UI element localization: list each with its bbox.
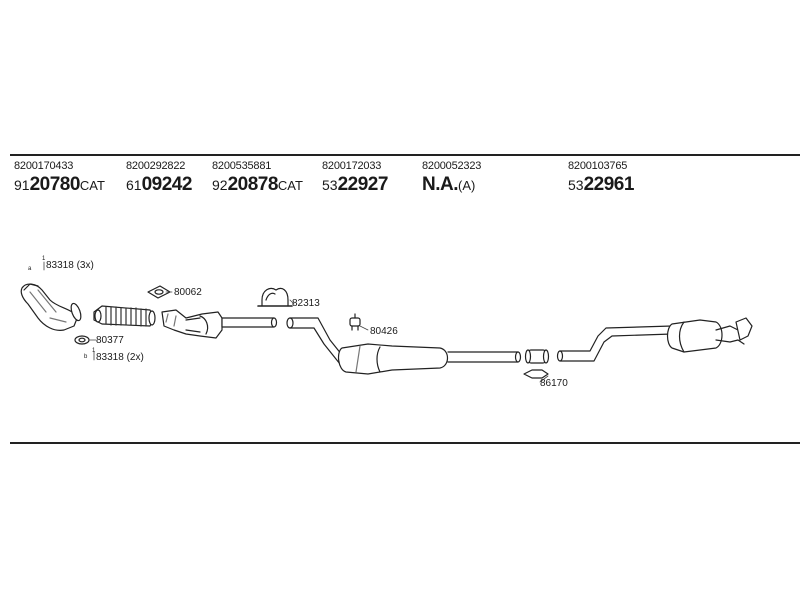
part-reference: 6109242 [126,175,192,196]
oe-number: 8200535881 [212,160,272,172]
index-marker-a: a [28,266,32,272]
ref-main: 20780 [29,174,81,195]
label-83318-3x: 83318 (3x) [46,260,94,271]
label-83318-2x: 83318 (2x) [96,352,144,363]
ref-prefix: 61 [126,177,142,193]
oe-number: 8200292822 [126,160,186,172]
oe-number: 8200172033 [322,160,382,172]
leader-lines [43,261,549,383]
ref-suffix: CAT [277,178,303,193]
clamp-82313 [257,287,293,307]
index-marker-1: 1 [42,256,46,262]
gasket-80377 [74,335,90,345]
part-reference: 5322927 [322,175,388,196]
hanger-80426 [349,313,361,331]
part-reference: 9120780CAT [14,175,105,196]
intermediate-silencer [286,317,522,375]
label-82313: 82313 [292,298,320,309]
part-column-3: 8200535881 9220878CAT [212,160,303,196]
bottom-divider [10,442,800,444]
oe-number: 8200103765 [568,160,628,172]
part-reference: 5322961 [568,175,634,196]
ref-prefix: 53 [322,177,338,193]
index-marker-b: b [84,354,88,360]
ref-prefix: 91 [14,177,30,193]
ref-main: 20878 [227,174,279,195]
ref-prefix: 92 [212,177,228,193]
top-divider [10,154,800,156]
ref-main: N.A. [422,174,459,195]
sleeve-86170 [523,349,550,379]
part-reference: 9220878CAT [212,175,303,196]
label-80377: 80377 [96,335,124,346]
label-80426: 80426 [370,326,398,337]
part-column-6: 8200103765 5322961 [568,160,634,196]
ref-main: 09242 [141,174,193,195]
catalytic-converter [161,309,278,339]
label-86170: 86170 [540,378,568,389]
ref-suffix: CAT [79,178,105,193]
oe-number: 8200170433 [14,160,74,172]
front-catalyst-pipe [20,283,82,331]
ref-suffix: (A) [458,178,476,193]
part-column-1: 8200170433 9120780CAT [14,160,105,196]
ref-prefix: 53 [568,177,584,193]
ref-main: 22927 [337,174,389,195]
rear-silencer [556,317,753,362]
part-column-4: 8200172033 5322927 [322,160,388,196]
label-80062: 80062 [174,287,202,298]
flex-pipe [93,305,156,327]
part-column-5: 8200052323 N.A.(A) [422,160,481,196]
index-marker-1b: 1 [92,348,96,354]
part-reference: N.A.(A) [422,175,481,196]
part-column-2: 8200292822 6109242 [126,160,192,196]
ref-main: 22961 [583,174,635,195]
oe-number: 8200052323 [422,160,482,172]
